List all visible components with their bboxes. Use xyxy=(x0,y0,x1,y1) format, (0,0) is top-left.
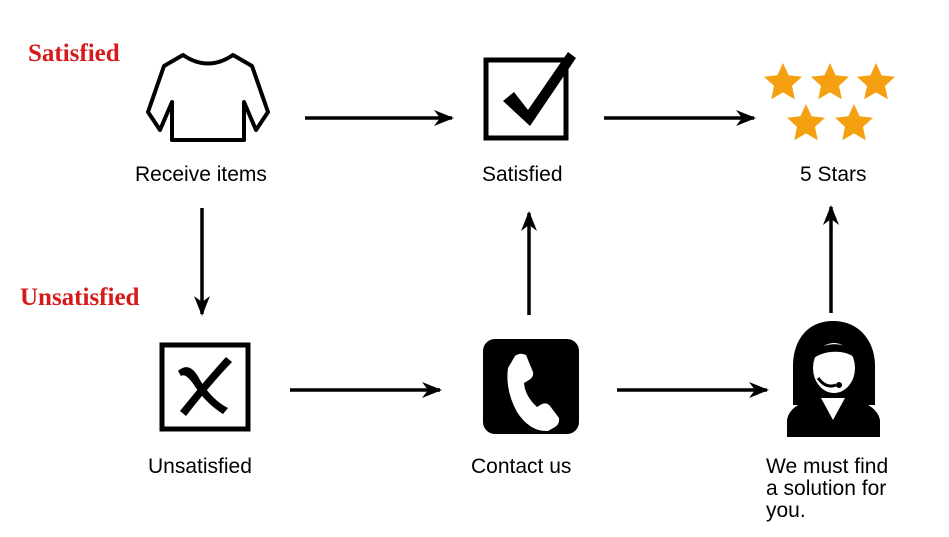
receive-items-label: Receive items xyxy=(135,163,267,186)
solution-label: We must find a solution for you. xyxy=(766,455,889,522)
unsatisfied-label: Unsatisfied xyxy=(148,455,252,478)
checkbox-checked-icon xyxy=(483,52,576,141)
five-stars-label: 5 Stars xyxy=(800,163,867,186)
contact-us-label: Contact us xyxy=(471,455,572,478)
unsatisfied-side-label: Unsatisfied xyxy=(20,284,140,311)
checkbox-x-icon xyxy=(159,342,251,432)
arrows xyxy=(194,110,839,398)
five-stars-icon xyxy=(764,63,895,141)
satisfied-label: Satisfied xyxy=(482,163,563,186)
phone-icon xyxy=(483,339,579,434)
support-agent-icon xyxy=(787,321,880,437)
satisfied-side-label: Satisfied xyxy=(28,40,120,67)
sweater-icon xyxy=(146,53,270,142)
